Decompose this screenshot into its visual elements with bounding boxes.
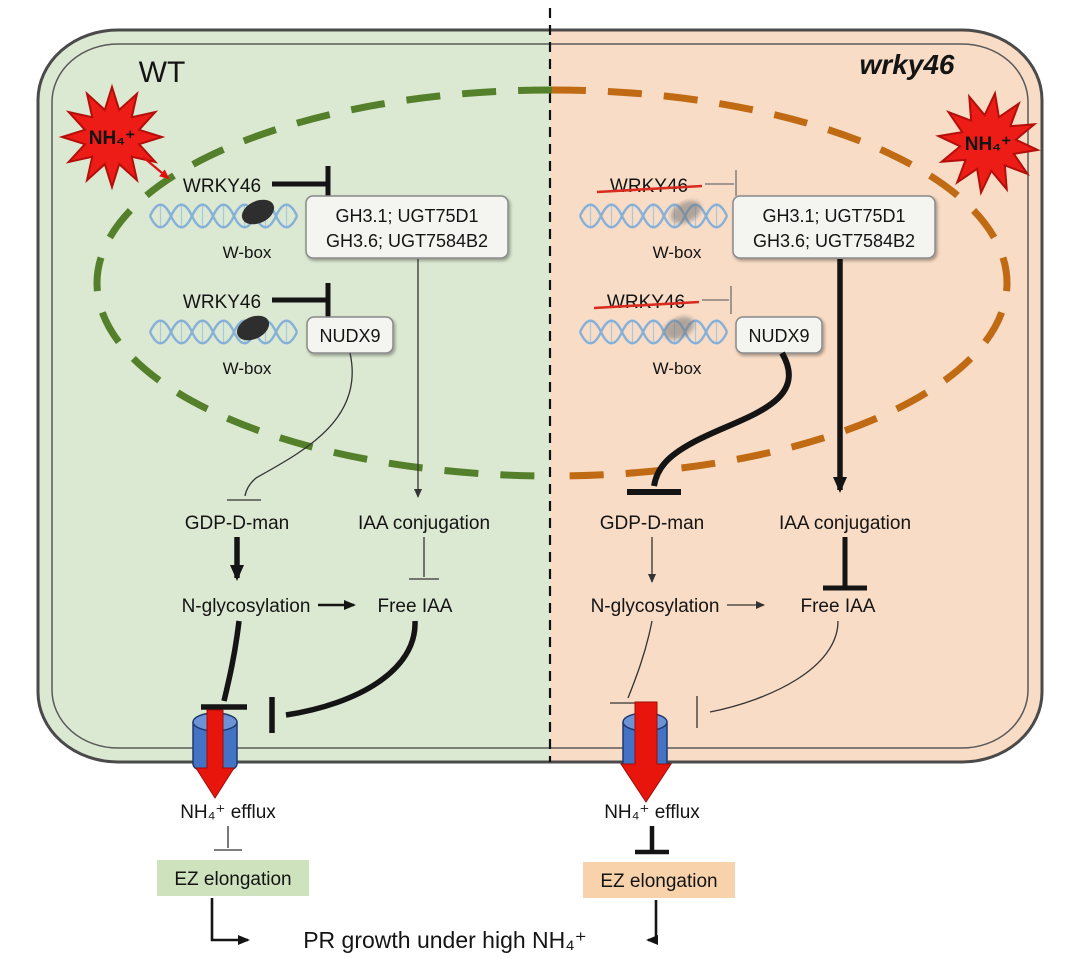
efflux-arrow-left bbox=[195, 709, 235, 799]
gene-box-line1: GH3.1; UGT75D1 bbox=[335, 206, 478, 226]
wrky46-tf-label: WRKY46 bbox=[183, 292, 261, 313]
gene-box bbox=[735, 316, 823, 354]
cell-wall-outline bbox=[36, 28, 1044, 764]
ez-elongation-label: EZ elongation bbox=[600, 871, 717, 892]
ez-box bbox=[157, 860, 309, 896]
wrky46-tf-label-crossed: WRKY46 bbox=[610, 176, 688, 197]
efflux-label-right: NH₄⁺ efflux bbox=[604, 802, 700, 823]
gdp-d-man-label: GDP-D-man bbox=[185, 513, 290, 534]
wbox-label: W-box bbox=[653, 359, 702, 378]
ez-elongation-label: EZ elongation bbox=[174, 869, 291, 890]
repression-tbar-strong bbox=[272, 283, 331, 317]
n-glycosylation-label: N-glycosylation bbox=[591, 596, 720, 617]
gh3-ugt-gene-box: GH3.1; UGT75D1 GH3.6; UGT7584B2 bbox=[305, 195, 509, 259]
pr-growth-label: PR growth under high NH₄⁺ bbox=[303, 927, 587, 953]
ez-elongation-box-right: EZ elongation bbox=[583, 862, 735, 898]
nudx9-gene-box: NUDX9 bbox=[735, 316, 823, 354]
ammonium-label: NH₄⁺ bbox=[89, 128, 136, 149]
ez-to-pr-growth-arrow-right bbox=[646, 900, 658, 945]
wrky46-tf-label: WRKY46 bbox=[183, 176, 261, 197]
freeiaa-to-transporter-weak-inhibition bbox=[696, 620, 839, 728]
efflux-to-ez-weak-inhibition-left bbox=[214, 826, 242, 851]
wrky46-protein-oval bbox=[241, 199, 275, 225]
gdp-d-man-label: GDP-D-man bbox=[600, 513, 705, 534]
gene-box bbox=[305, 195, 509, 259]
efflux-label-left: NH₄⁺ efflux bbox=[180, 802, 276, 823]
ammonium-burst-left: NH₄⁺ bbox=[61, 86, 170, 188]
mutant-title: wrky46 bbox=[860, 49, 955, 80]
repression-tbar-weak bbox=[702, 286, 732, 314]
wrky46-tf-label-crossed: WRKY46 bbox=[607, 292, 685, 313]
iaaconj-to-freeiaa-strong-inhibition bbox=[823, 537, 867, 591]
gene-box-line2: GH3.6; UGT7584B2 bbox=[753, 231, 915, 251]
cell-membrane-outline bbox=[51, 43, 1029, 749]
n-glycosylation-label: N-glycosylation bbox=[182, 596, 311, 617]
ammonium-signal-arrow bbox=[142, 156, 170, 180]
free-iaa-label: Free IAA bbox=[801, 596, 876, 617]
knockout-strikethrough bbox=[593, 300, 700, 310]
iaa-conjugation-label: IAA conjugation bbox=[779, 513, 911, 534]
repression-tbar-weak bbox=[705, 170, 737, 196]
nucleus-envelope-left-arc bbox=[93, 86, 553, 480]
gh3-ugt-gene-box: GH3.1; UGT75D1 GH3.6; UGT7584B2 bbox=[732, 195, 936, 259]
ez-box bbox=[583, 862, 735, 898]
wbox-label: W-box bbox=[223, 359, 272, 378]
nglyc-to-transporter-strong-inhibition bbox=[201, 620, 247, 710]
repression-tbar-strong bbox=[272, 166, 331, 196]
nudx9-to-gdp-weak-inhibition bbox=[227, 352, 353, 501]
efflux-arrow-right bbox=[620, 701, 672, 803]
ammonium-label: NH₄⁺ bbox=[965, 134, 1012, 155]
free-iaa-label: Free IAA bbox=[378, 596, 453, 617]
ez-to-pr-growth-arrow-left bbox=[210, 898, 250, 945]
wbox-label: W-box bbox=[223, 243, 272, 262]
gene-box-line2: GH3.6; UGT7584B2 bbox=[326, 231, 488, 251]
wbox-label: W-box bbox=[653, 243, 702, 262]
knockout-strikethrough bbox=[596, 184, 703, 194]
gene-box bbox=[732, 195, 936, 259]
freeiaa-to-transporter-strong-inhibition bbox=[269, 620, 418, 733]
gene-box-label: NUDX9 bbox=[319, 326, 380, 346]
nucleus-envelope-right-arc bbox=[551, 86, 1011, 480]
iaaconj-to-freeiaa-weak-inhibition bbox=[409, 537, 439, 580]
efflux-to-ez-strong-inhibition-right bbox=[635, 826, 669, 855]
wrky46-protein-oval-faded bbox=[663, 316, 695, 340]
ammonium-burst-right: NH₄⁺ bbox=[930, 85, 1046, 201]
gene-box-line1: GH3.1; UGT75D1 bbox=[762, 206, 905, 226]
iaa-conjugation-label: IAA conjugation bbox=[358, 513, 490, 534]
wrky46-protein-oval bbox=[236, 315, 270, 341]
wrky46-protein-oval-faded bbox=[670, 200, 702, 224]
wt-title: WT bbox=[139, 56, 186, 89]
nudx9-gene-box: NUDX9 bbox=[306, 316, 394, 354]
gene-box-label: NUDX9 bbox=[748, 326, 809, 346]
ez-elongation-box-left: EZ elongation bbox=[157, 860, 309, 896]
nudx9-to-gdp-strong-inhibition bbox=[627, 351, 792, 495]
